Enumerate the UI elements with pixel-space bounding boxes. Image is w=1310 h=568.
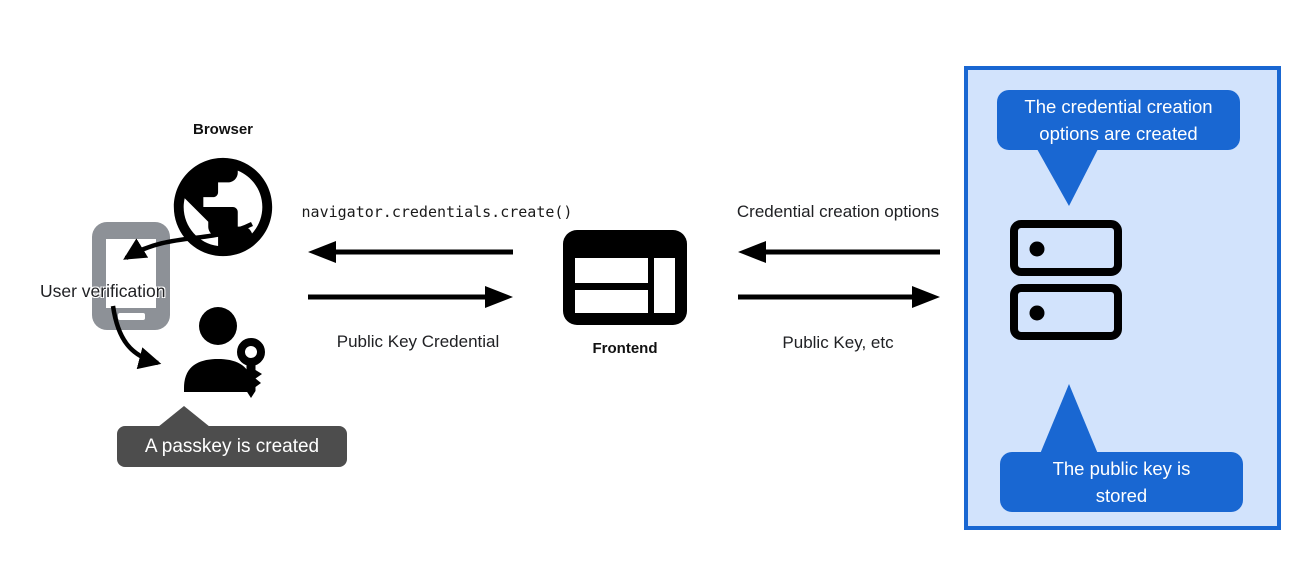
- options-created-line-1: The credential creation: [1024, 96, 1213, 117]
- arrow-create-call: [308, 241, 513, 263]
- passkey-tooltip-tail: [158, 406, 210, 427]
- public-key-stored-line-1: The public key is: [1052, 458, 1191, 479]
- frontend-label: Frontend: [592, 340, 658, 357]
- public-key-stored-tooltip: The public key is stored: [1000, 452, 1243, 512]
- person-with-key-icon: [178, 304, 270, 405]
- arrow-public-key-etc: [738, 286, 940, 308]
- credential-creation-options-label: Credential creation options: [736, 202, 940, 221]
- smartphone-icon: [92, 222, 170, 335]
- browser-window-icon: [563, 230, 687, 330]
- options-created-line-2: options are created: [1039, 123, 1198, 144]
- passkey-created-tooltip: A passkey is created: [117, 426, 347, 467]
- public-key-etc-label: Public Key, etc: [782, 333, 894, 352]
- options-created-tooltip: The credential creation options are crea…: [997, 90, 1240, 150]
- user-verification-label: User verification: [40, 281, 166, 301]
- navigator-credentials-create-label: navigator.credentials.create(): [301, 203, 573, 221]
- server-stack-icon: [1009, 219, 1123, 346]
- browser-label: Browser: [192, 121, 254, 138]
- public-key-stored-line-2: stored: [1095, 485, 1148, 506]
- arrow-credential-options: [738, 241, 940, 263]
- globe-icon: [164, 148, 282, 271]
- arrow-public-key-credential: [308, 286, 513, 308]
- public-key-credential-label: Public Key Credential: [336, 332, 500, 351]
